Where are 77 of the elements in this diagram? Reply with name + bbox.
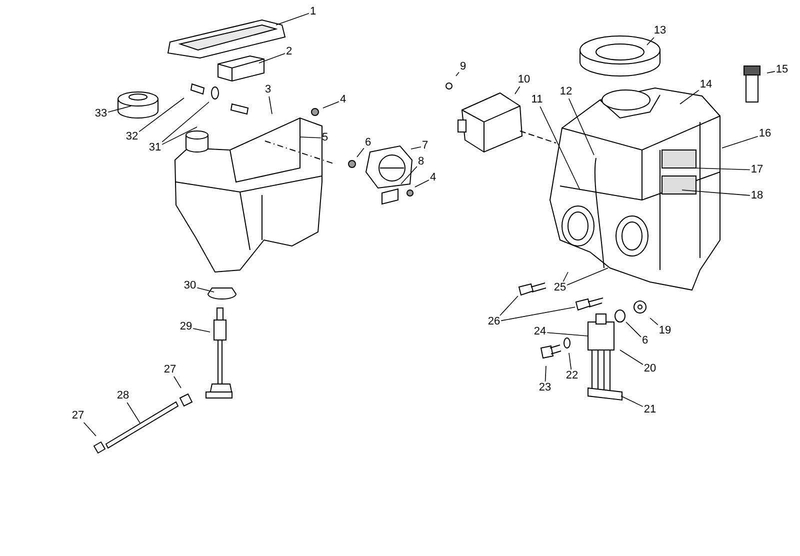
leader-line [544, 366, 546, 382]
callout-number: 22 [566, 370, 578, 382]
leader-line [566, 268, 608, 286]
callout-number: 27 [164, 364, 176, 376]
leader-line [694, 168, 750, 170]
leader-line [83, 422, 96, 436]
leader-line [162, 126, 198, 145]
callout-number: 7 [422, 140, 428, 152]
callout-number: 10 [518, 74, 530, 86]
leader-line [108, 106, 132, 112]
callout-number: 26 [488, 316, 500, 328]
callout-number: 18 [750, 190, 764, 202]
callout-number: 27 [72, 410, 84, 422]
leader-line [410, 146, 422, 150]
leader-line [322, 101, 340, 108]
callout-number: 31 [148, 142, 162, 154]
callout-number: 19 [658, 326, 672, 336]
callout-number: 4 [430, 172, 436, 184]
callout-number: 28 [116, 390, 130, 402]
callout-number: 11 [531, 94, 543, 106]
leader-line [500, 306, 576, 322]
callout-number: 8 [418, 156, 424, 168]
callout-number: 5 [322, 132, 328, 144]
callout-number: 21 [644, 404, 656, 416]
leader-line [414, 180, 430, 188]
callout-number: 16 [758, 128, 772, 140]
callout-number: 6 [364, 138, 372, 148]
callout-number: 25 [554, 282, 566, 294]
leader-line [276, 13, 310, 26]
callout-number: 9 [460, 62, 466, 72]
callout-number: 14 [700, 80, 712, 90]
callout-number: 33 [94, 108, 108, 120]
callout-number: 6 [642, 336, 648, 346]
callout-number: 24 [534, 326, 546, 338]
leader-line [138, 98, 184, 132]
callout-number: 12 [560, 86, 572, 98]
callout-number: 15 [776, 64, 788, 76]
callout-number: 2 [286, 46, 292, 58]
leader-line [540, 106, 580, 190]
callout-number: 3 [264, 84, 272, 96]
leader-line [620, 350, 644, 365]
leader-line [456, 72, 460, 76]
leader-line [196, 287, 214, 292]
callout-number: 29 [180, 322, 192, 332]
callout-number: 20 [644, 364, 656, 374]
leader-line [650, 318, 658, 326]
callout-number: 32 [126, 132, 138, 142]
leader-line [400, 166, 418, 184]
leader-line [562, 272, 568, 282]
leader-line [680, 90, 700, 104]
leader-line [162, 102, 210, 142]
leader-line [126, 402, 140, 424]
callout-number: 4 [340, 94, 346, 106]
callout-number: 13 [654, 26, 666, 36]
callout-number: 17 [750, 164, 764, 176]
leader-line [192, 328, 210, 332]
washer-part [614, 310, 626, 322]
leader-line [500, 296, 518, 316]
bolt-part [576, 298, 604, 310]
callout-number: 30 [184, 280, 196, 292]
leader-line [268, 96, 272, 114]
leader-line [300, 136, 322, 138]
callout-number: 1 [310, 6, 316, 18]
leader-line [682, 190, 750, 196]
leader-line [766, 71, 776, 74]
leader-line [258, 53, 286, 64]
callout-number: 23 [538, 382, 552, 394]
leader-line [646, 37, 654, 46]
leader-line [546, 332, 588, 336]
leader-line [620, 396, 644, 407]
leader-line [356, 148, 364, 158]
leader-line [174, 376, 182, 388]
leader-line [568, 98, 594, 156]
leader-line [568, 352, 572, 370]
leader-line [722, 136, 758, 148]
leader-line [626, 322, 642, 338]
leader-line [514, 86, 520, 94]
